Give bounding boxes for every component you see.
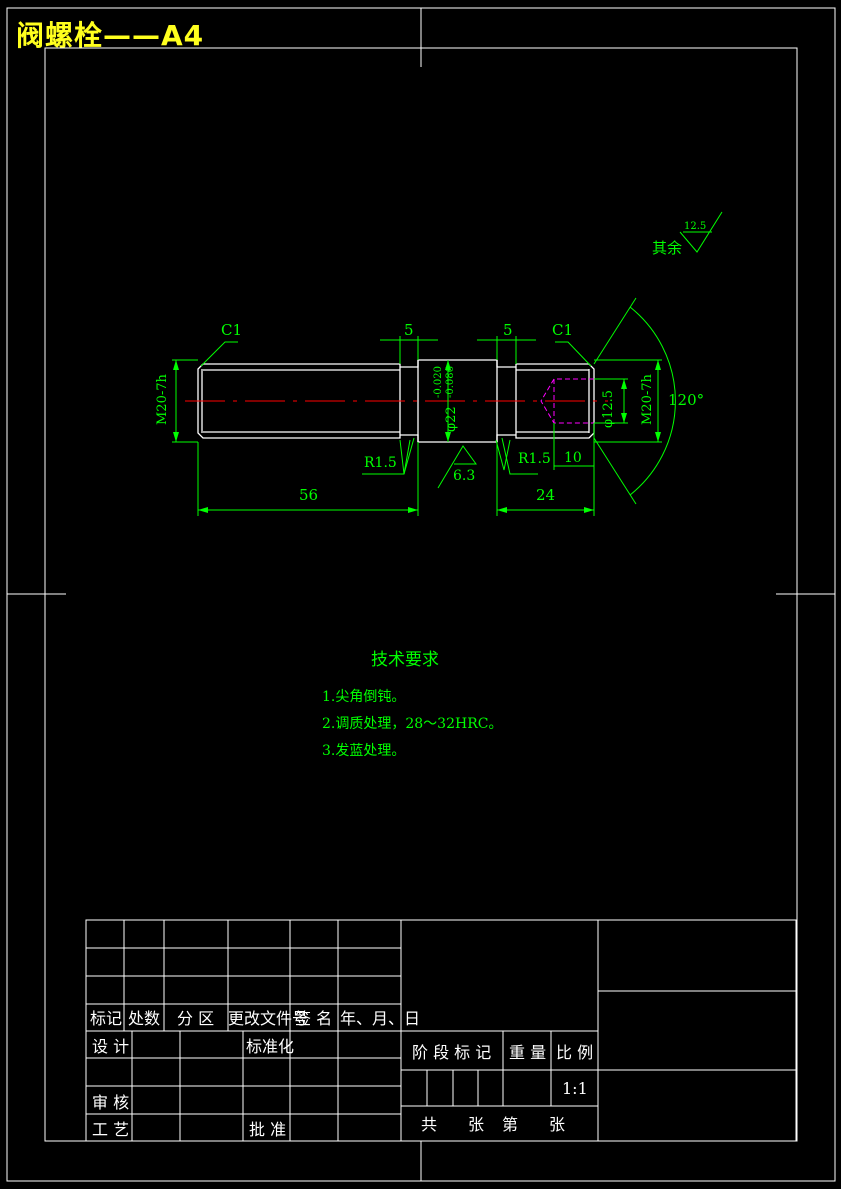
scale-value: 1:1 [562,1079,588,1098]
process-label: 工 艺 [92,1120,129,1139]
length-left-label: 56 [299,486,318,504]
weight-label: 重 量 [509,1043,546,1062]
approve-label: 批 准 [249,1120,286,1139]
groove-left-width: 5 [404,321,414,339]
hole-diameter-label: φ12.5 [601,390,616,428]
tech-note-2: 2.调质处理，28～32HRC。 [322,716,502,732]
hidden-hole [540,378,594,424]
dimension-arrows [173,360,661,513]
chamfer-left-label: C1 [221,321,242,339]
header-signature: 签 名 [295,1009,332,1028]
hole-depth-label: 10 [564,450,582,466]
shaft-diameter-label: φ22 [444,406,459,432]
standardize-label: 标准化 [246,1037,294,1056]
review-label: 审 核 [92,1093,129,1112]
sheet-frame [6,7,836,1182]
length-right-label: 24 [536,486,555,504]
tech-note-1: 1.尖角倒钝。 [322,689,405,705]
header-doc-number: 更改文件号 [228,1009,308,1028]
header-zone: 分 区 [177,1009,214,1028]
header-mark: 标记 [90,1009,122,1028]
chamfer-right-label: C1 [552,321,573,339]
header-count: 处数 [128,1009,160,1028]
header-date: 年、月、日 [340,1009,420,1028]
tech-notes-heading: 技术要求 [371,650,439,670]
shaft-tolerance-lower: -0.086 [445,366,456,398]
drawing-title: 阀螺栓——A4 [16,19,205,52]
sheets-total-label: 共 [421,1115,437,1134]
thread-left-label: M20-7h [155,373,170,425]
shaft-tolerance-upper: -0.020 [433,366,444,398]
tech-note-3: 3.发蓝处理。 [322,743,405,759]
groove-right-width: 5 [503,321,513,339]
thread-right-label: M20-7h [640,373,655,425]
fillet-right-label: R1.5 [518,451,551,467]
fillet-left-label: R1.5 [364,455,397,471]
sheet-unit-1: 张 [468,1115,484,1134]
sheet-unit-2: 张 [549,1115,565,1134]
stage-mark-label: 阶 段 标 记 [412,1043,491,1062]
scale-label: 比 例 [556,1043,593,1062]
roughness-value: 6.3 [453,468,475,484]
dimension-lines [172,211,723,516]
design-label: 设 计 [92,1037,129,1056]
rest-roughness-label: 其余 [652,239,682,257]
title-block [85,919,797,1142]
cone-angle-label: 120° [668,391,704,409]
sheet-number-label: 第 [502,1115,518,1134]
rest-roughness-value: 12.5 [684,221,706,232]
